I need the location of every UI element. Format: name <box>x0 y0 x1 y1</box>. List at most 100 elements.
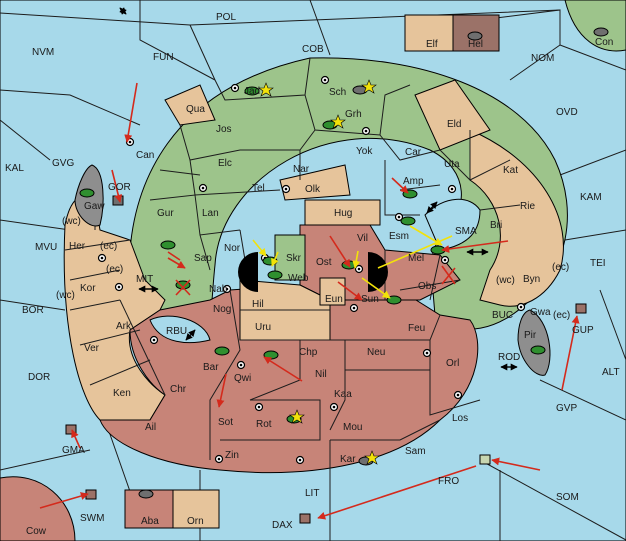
box-orn <box>172 489 220 529</box>
label-gvp: GVP <box>556 403 577 414</box>
label-rod: ROD <box>498 352 520 363</box>
label-ark: Ark <box>116 321 132 332</box>
label-west-coast: (wc) <box>496 275 515 286</box>
label-pir: Pir <box>524 330 537 341</box>
label-fun: FUN <box>153 52 174 63</box>
label-web: Web <box>288 273 309 284</box>
unit-fleet-brown <box>65 424 77 435</box>
label-byn: Byn <box>523 274 540 285</box>
box-elf <box>404 14 454 52</box>
label-amp: Amp <box>403 176 424 187</box>
label-hil: Hil <box>252 299 264 310</box>
unit-army-green <box>79 188 95 198</box>
label-east-coast: (ec) <box>100 241 117 252</box>
unit-army-green <box>530 345 546 355</box>
label-car: Car <box>405 147 422 158</box>
label-nvm: NVM <box>32 47 54 58</box>
label-zin: Zin <box>225 450 239 461</box>
label-kat: Kat <box>503 165 518 176</box>
label-feu: Feu <box>408 323 425 334</box>
label-cob: COB <box>302 44 324 55</box>
label-sun: Sun <box>361 294 379 305</box>
label-gwa: Gwa <box>530 307 551 318</box>
label-rot: Rot <box>256 419 272 430</box>
label-bar: Bar <box>203 362 219 373</box>
label-esm: Esm <box>389 231 409 242</box>
label-mou: Mou <box>343 422 362 433</box>
unit-army-green <box>400 216 416 226</box>
label-orn: Orn <box>187 516 204 527</box>
unit-army-green <box>160 240 176 250</box>
label-eun: Eun <box>325 294 343 305</box>
label-west-coast: (wc) <box>56 290 75 301</box>
label-sap: Sap <box>194 253 212 264</box>
label-grh: Grh <box>345 109 362 120</box>
label-east-coast: (ec) <box>106 264 123 275</box>
label-kaa: Kaa <box>334 389 352 400</box>
star-icon <box>364 450 380 465</box>
label-lit: LIT <box>305 488 319 499</box>
label-sot: Sot <box>218 417 233 428</box>
unit-army-grey <box>593 27 609 37</box>
tile-hug <box>304 199 381 226</box>
label-hug: Hug <box>334 208 352 219</box>
label-orl: Orl <box>446 358 459 369</box>
label-jad: Jad <box>244 86 260 97</box>
unit-fleet-grey <box>479 454 491 465</box>
label-elf: Elf <box>426 39 438 50</box>
inner-sea-smaller <box>424 198 481 251</box>
label-qwi: Qwi <box>234 373 251 384</box>
label-elc: Elc <box>218 158 232 169</box>
stars <box>258 79 380 465</box>
label-tel: Tel <box>252 183 265 194</box>
label-nor: Nor <box>224 243 241 254</box>
label-kor: Kor <box>80 283 96 294</box>
label-rie: Rie <box>520 201 535 212</box>
tile-qua <box>164 84 216 126</box>
pir-island <box>517 309 551 376</box>
label-uta: Uta <box>444 159 460 170</box>
label-gvg: GVG <box>52 158 74 169</box>
label-hel: Hel <box>468 39 483 50</box>
label-nar: Nar <box>293 164 310 175</box>
label-east-coast: (ec) <box>553 310 570 321</box>
label-nom: NOM <box>531 53 554 64</box>
label-pol: POL <box>216 12 236 23</box>
star-icon <box>330 114 346 129</box>
tile-eld <box>414 79 491 151</box>
label-her: Her <box>69 241 86 252</box>
label-ken: Ken <box>113 388 131 399</box>
label-rbu: RBU <box>166 326 187 337</box>
unit-army-grey <box>467 31 483 41</box>
tile-olk <box>279 164 351 201</box>
label-kam: KAM <box>580 192 602 203</box>
label-chp: Chp <box>299 347 318 358</box>
label-east-coast: (ec) <box>552 262 569 273</box>
label-ver: Ver <box>84 343 100 354</box>
label-sam: Sam <box>405 446 426 457</box>
label-swm: SWM <box>80 513 104 524</box>
label-nil: Nil <box>315 369 327 380</box>
label-uru: Uru <box>255 322 271 333</box>
label-kar: Kar <box>340 454 356 465</box>
label-mvu: MVU <box>35 242 57 253</box>
label-yok: Yok <box>356 146 373 157</box>
label-mit: MIT <box>136 274 153 285</box>
label-buc: BUC <box>492 310 513 321</box>
label-cow: Cow <box>26 526 47 537</box>
unit-army-green <box>244 86 260 96</box>
unit-army-grey <box>138 489 154 499</box>
unit-army-green <box>267 270 283 280</box>
label-con: Con <box>595 37 613 48</box>
label-som: SOM <box>556 492 579 503</box>
unit-fleet-brown <box>575 303 587 314</box>
label-sch: Sch <box>329 87 346 98</box>
tunnel-west <box>238 252 258 292</box>
label-mel: Mel <box>408 253 424 264</box>
tile-eun <box>319 277 346 306</box>
map-labels: POL COB NVM FUN NOM OVD KAL GVG KAM TEI … <box>5 12 620 537</box>
label-kal: KAL <box>5 163 24 174</box>
label-skr: Skr <box>286 253 302 264</box>
label-olk: Olk <box>305 184 321 195</box>
label-ost: Ost <box>316 257 332 268</box>
